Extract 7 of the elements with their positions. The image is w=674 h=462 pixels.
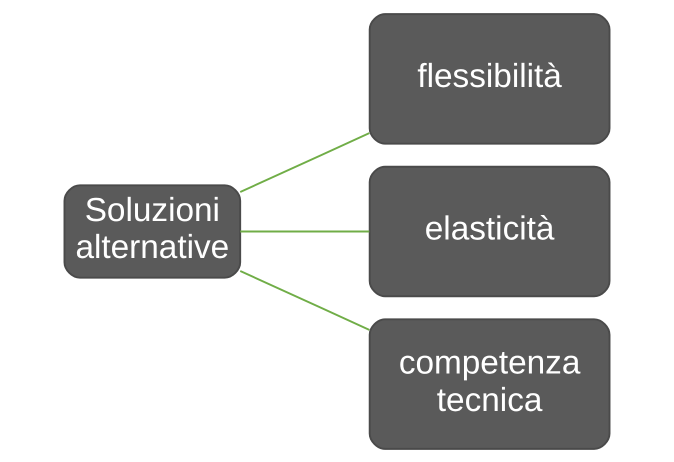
connector <box>240 230 370 232</box>
node-box: competenza tecnica <box>368 318 610 450</box>
node-box: flessibilità <box>368 12 610 144</box>
connector <box>240 270 370 330</box>
node-box: elasticità <box>368 165 610 297</box>
node-box: Soluzioni alternative <box>64 184 242 278</box>
connector <box>240 132 370 192</box>
